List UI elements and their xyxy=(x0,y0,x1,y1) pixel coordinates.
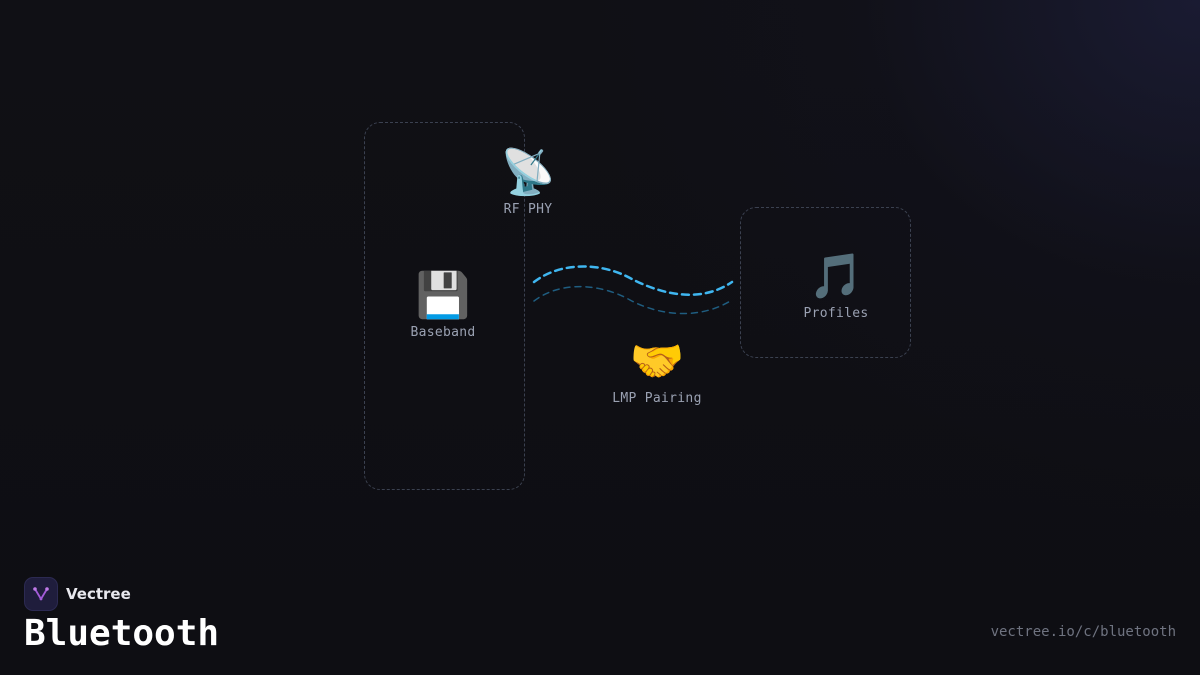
page-title: Bluetooth xyxy=(24,613,220,654)
vectree-logo-icon xyxy=(24,577,58,611)
connection-secondary xyxy=(533,285,733,315)
node-label: Profiles xyxy=(803,306,869,321)
node-lmp-pairing[interactable]: 🤝 LMP Pairing xyxy=(612,336,702,407)
brand-name: Vectree xyxy=(66,585,131,603)
node-rf-phy[interactable]: 📡 RF PHY xyxy=(500,147,556,218)
connection-primary xyxy=(532,265,734,296)
source-url[interactable]: vectree.io/c/bluetooth xyxy=(990,624,1176,640)
node-label: Baseband xyxy=(410,325,476,340)
node-profiles[interactable]: 🎵 Profiles xyxy=(803,251,869,322)
handshake-icon: 🤝 xyxy=(629,336,685,387)
musical-note-icon: 🎵 xyxy=(808,251,864,302)
node-label: LMP Pairing xyxy=(612,391,702,406)
group-box-right xyxy=(740,207,911,358)
node-baseband[interactable]: 💾 Baseband xyxy=(410,270,476,341)
node-label: RF PHY xyxy=(503,202,553,217)
group-box-left xyxy=(364,122,525,490)
satellite-antenna-icon: 📡 xyxy=(500,147,556,198)
brand: Vectree xyxy=(24,577,131,611)
floppy-disk-icon: 💾 xyxy=(415,270,471,321)
